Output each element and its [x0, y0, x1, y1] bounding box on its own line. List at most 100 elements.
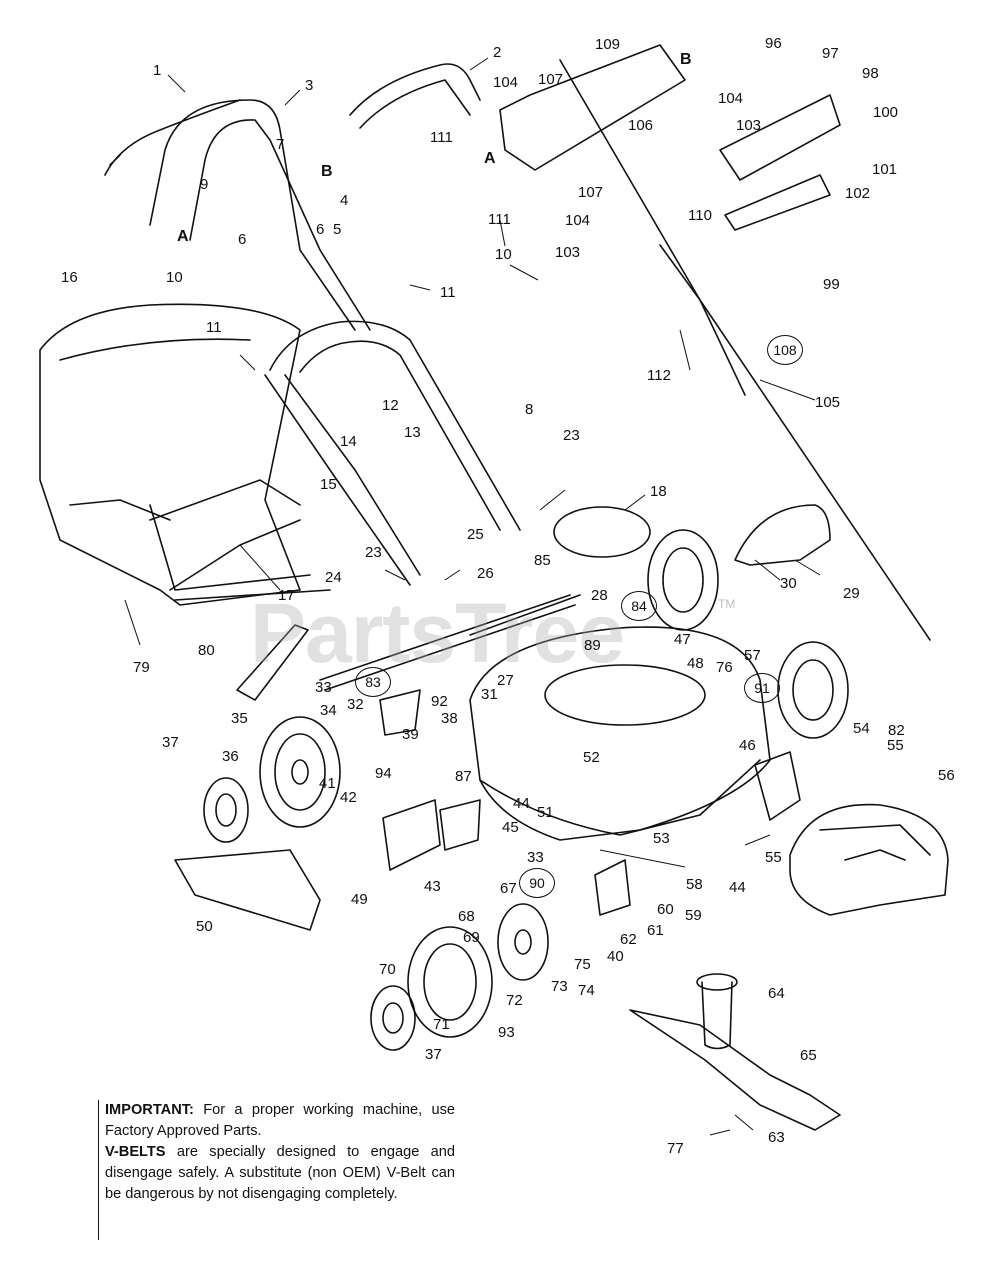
callout-109: 109 [595, 36, 621, 53]
wheel-rear-right [647, 529, 719, 631]
wheel-front-left [407, 926, 493, 1038]
callout-5: 5 [333, 221, 342, 238]
callout-102: 102 [845, 185, 871, 202]
handle-knob-bar [349, 63, 481, 129]
callout-54: 54 [853, 720, 870, 737]
callout-104c: 104 [565, 212, 591, 229]
bag-frame [149, 504, 331, 601]
callout-41: 41 [319, 775, 336, 792]
callout-61: 61 [647, 922, 664, 939]
circled-callout-108: 108 [767, 335, 803, 365]
callout-72: 72 [506, 992, 523, 1009]
callout-57: 57 [744, 647, 761, 664]
callout-2: 2 [493, 44, 502, 61]
callout-37a: 37 [162, 734, 179, 751]
callout-104b: 104 [718, 90, 744, 107]
hubcap-front [370, 985, 416, 1051]
bracket-60 [594, 859, 631, 916]
callout-106: 106 [628, 117, 654, 134]
callout-15: 15 [320, 476, 337, 493]
long-cable [559, 59, 931, 641]
callout-65: 65 [800, 1047, 817, 1064]
callout-103a: 103 [736, 117, 762, 134]
callout-29: 29 [843, 585, 860, 602]
callout-77: 77 [667, 1140, 684, 1157]
callout-13: 13 [404, 424, 421, 441]
baffle [236, 624, 309, 701]
control-bracket [499, 44, 686, 171]
blade [629, 1009, 841, 1131]
callout-16: 16 [61, 269, 78, 286]
callout-96: 96 [765, 35, 782, 52]
callout-101: 101 [872, 161, 898, 178]
cover-98 [719, 94, 841, 181]
callout-17: 17 [278, 587, 295, 604]
important-text: For a proper working machine, use Factor… [105, 1102, 455, 1139]
callout-55b: 55 [765, 849, 782, 866]
callout-103b: 103 [555, 244, 581, 261]
wheel-front-right [777, 641, 849, 739]
ref-a1: A [177, 228, 189, 245]
callout-7: 7 [276, 136, 285, 153]
blade-adapter [696, 973, 738, 1050]
callout-85: 85 [534, 552, 551, 569]
drive-box [754, 751, 801, 821]
callout-107b: 107 [578, 184, 604, 201]
callout-100: 100 [873, 104, 899, 121]
callout-59: 59 [685, 907, 702, 924]
callout-76: 76 [716, 659, 733, 676]
callout-46: 46 [739, 737, 756, 754]
callout-80: 80 [198, 642, 215, 659]
callout-55a: 55 [887, 737, 904, 754]
grass-catcher [39, 303, 301, 606]
circled-callout-83: 83 [355, 667, 391, 697]
bracket-38 [379, 689, 421, 736]
callout-56: 56 [938, 767, 955, 784]
watermark: PartsTree [250, 586, 625, 680]
callout-40: 40 [607, 948, 624, 965]
callout-89: 89 [584, 637, 601, 654]
callout-111b: 111 [488, 211, 511, 228]
drive-gear [497, 903, 549, 981]
callout-71: 71 [433, 1016, 450, 1033]
callout-10b: 10 [495, 246, 512, 263]
callout-105: 105 [815, 394, 841, 411]
circled-callout-90: 90 [519, 868, 555, 898]
upper-handle [149, 99, 371, 331]
lower-handle [264, 320, 521, 586]
callout-97: 97 [822, 45, 839, 62]
wheel-rear-left [259, 716, 341, 828]
callout-14: 14 [340, 433, 357, 450]
callout-111a: 111 [430, 129, 453, 146]
circled-callout-91: 91 [744, 673, 780, 703]
deck-center [544, 664, 706, 726]
callout-48: 48 [687, 655, 704, 672]
callout-47: 47 [674, 631, 691, 648]
callout-42: 42 [340, 789, 357, 806]
important-note: IMPORTANT: For a proper working machine,… [98, 1100, 455, 1240]
callout-25: 25 [467, 526, 484, 543]
callout-23a: 23 [563, 427, 580, 444]
callout-31: 31 [481, 686, 498, 703]
vbelts-text: are specially designed to engage and dis… [105, 1144, 455, 1202]
circled-callout-84: 84 [621, 591, 657, 621]
callout-93: 93 [498, 1024, 515, 1041]
callout-33b: 33 [527, 849, 544, 866]
callout-49: 49 [351, 891, 368, 908]
callout-73: 73 [551, 978, 568, 995]
ref-a2: A [484, 150, 496, 167]
callout-64: 64 [768, 985, 785, 1002]
cover-102 [724, 174, 831, 231]
callout-112: 112 [647, 367, 671, 384]
callout-63: 63 [768, 1129, 785, 1146]
callout-6a: 6 [316, 221, 325, 238]
callout-51: 51 [537, 804, 554, 821]
vbelts-label: V-BELTS [105, 1144, 166, 1160]
callout-4: 4 [340, 192, 349, 209]
control-cable [104, 99, 241, 176]
bracket-43 [439, 799, 481, 851]
callout-11b: 11 [206, 319, 222, 336]
callout-24: 24 [325, 569, 342, 586]
callout-107a: 107 [538, 71, 564, 88]
ref-b1: B [321, 163, 333, 180]
